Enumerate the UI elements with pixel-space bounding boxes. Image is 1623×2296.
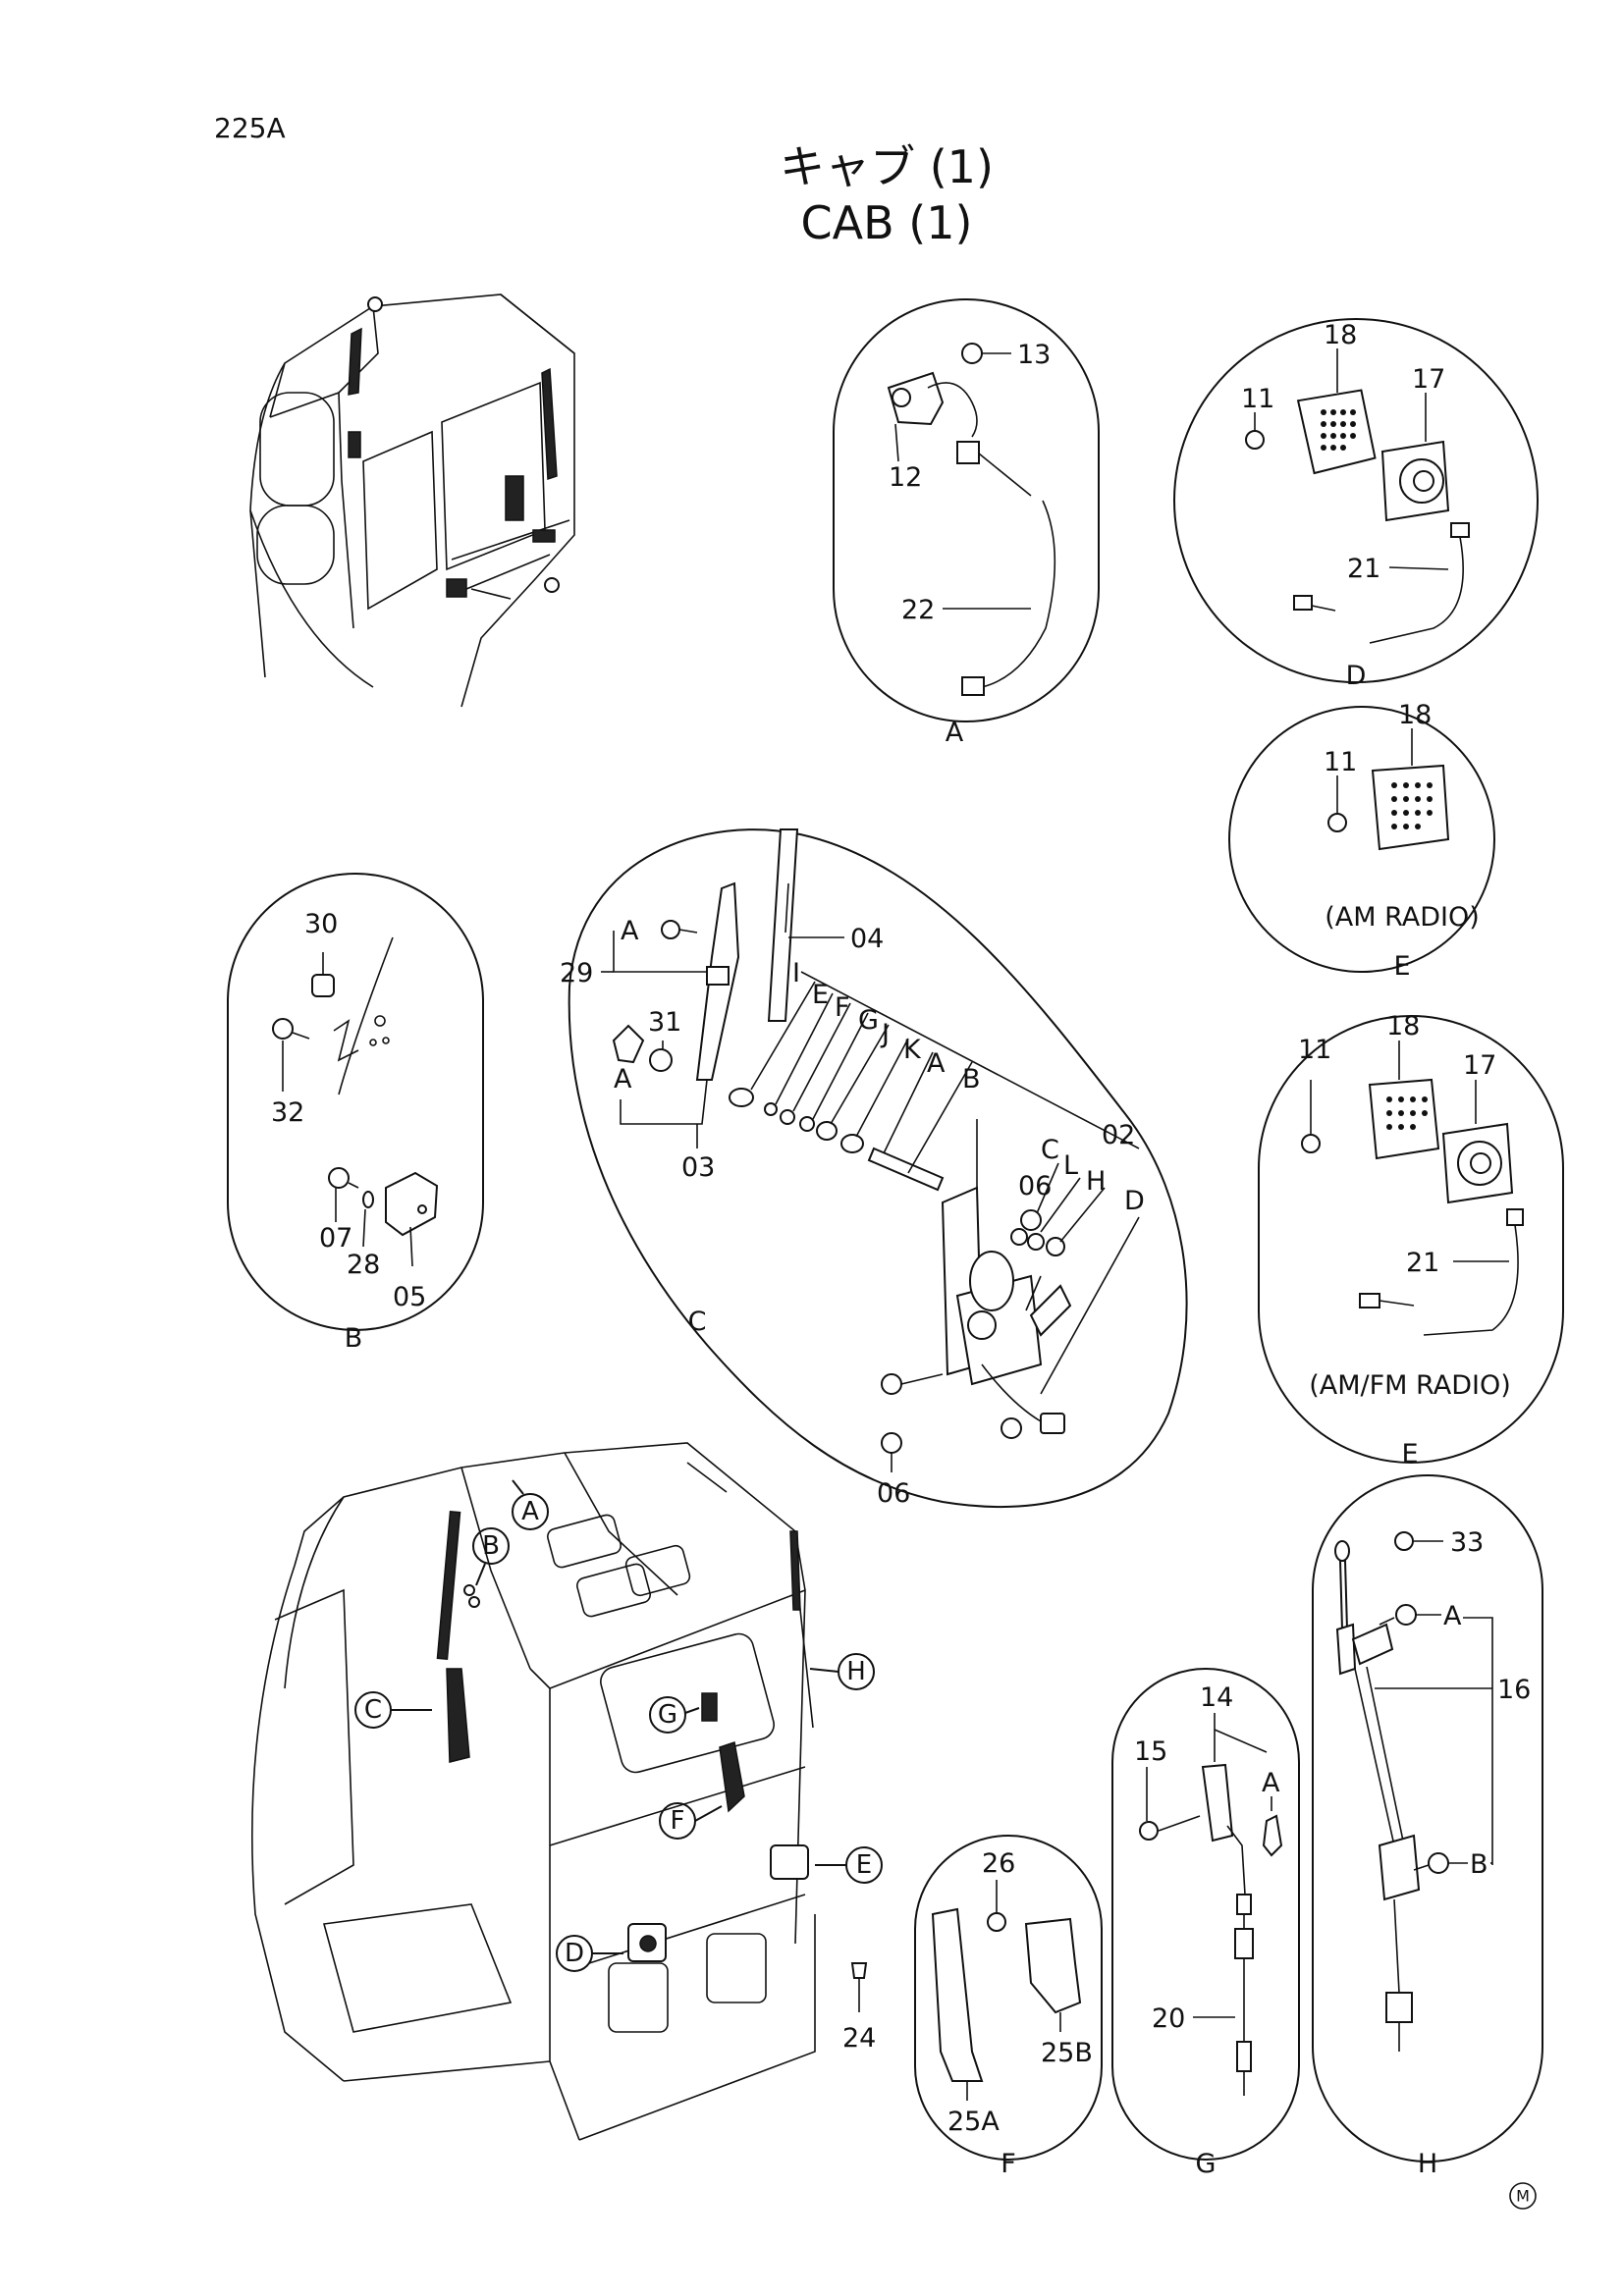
- svg-text:C: C: [364, 1695, 382, 1725]
- label-c-sub-f: F: [835, 992, 850, 1023]
- detail-letter-a: A: [946, 718, 964, 748]
- detail-f: 26 25A 25B F: [914, 1835, 1103, 2179]
- part-label-04: 04: [850, 924, 884, 954]
- part-label-21-e2: 21: [1406, 1248, 1439, 1278]
- detail-letter-f: F: [1001, 2149, 1016, 2179]
- part-label-24: 24: [842, 2023, 876, 2054]
- detail-e-am: 11 18 (AM RADIO) E: [1228, 700, 1495, 982]
- label-c-sub-k: K: [903, 1035, 922, 1065]
- label-c-sub-h: H: [1086, 1166, 1106, 1197]
- part-label-12: 12: [889, 462, 922, 493]
- svg-text:G: G: [658, 1700, 677, 1730]
- footer-symbol: M: [1509, 2182, 1537, 2210]
- part-label-29: 29: [560, 958, 593, 988]
- part-label-32: 32: [271, 1097, 304, 1128]
- callout-c[interactable]: C: [354, 1691, 432, 1729]
- svg-text:D: D: [565, 1939, 584, 1968]
- callout-b[interactable]: B: [472, 1527, 510, 1586]
- part-label-21: 21: [1347, 554, 1380, 584]
- label-c-sub-g: G: [858, 1005, 879, 1036]
- callout-a[interactable]: A: [512, 1479, 549, 1530]
- part-label-30: 30: [304, 909, 338, 939]
- svg-text:A: A: [521, 1497, 539, 1526]
- detail-letter-h: H: [1418, 2149, 1437, 2179]
- part-label-17-e2: 17: [1463, 1050, 1496, 1081]
- part-label-26: 26: [982, 1848, 1015, 1879]
- detail-h: 33 A B 16 H: [1312, 1474, 1543, 2179]
- part-label-33: 33: [1450, 1527, 1484, 1558]
- part-label-11: 11: [1241, 384, 1274, 414]
- svg-text:F: F: [671, 1806, 685, 1836]
- callout-f[interactable]: F: [659, 1802, 723, 1840]
- label-c-sub-a2: A: [614, 1064, 632, 1095]
- label-c-sub-c: C: [1041, 1135, 1059, 1165]
- detail-letter-c: C: [688, 1307, 707, 1337]
- label-c-sub-l: L: [1063, 1150, 1078, 1181]
- callout-h[interactable]: H: [809, 1653, 875, 1690]
- part-label-18-e: 18: [1398, 700, 1432, 730]
- detail-letter-g: G: [1196, 2149, 1217, 2179]
- detail-letter-e-am: E: [1393, 951, 1410, 982]
- part-label-07: 07: [319, 1223, 352, 1254]
- caption-am-radio: (AM RADIO): [1325, 902, 1480, 933]
- title-english: CAB (1): [801, 196, 973, 249]
- label-c-sub-a3: A: [927, 1048, 946, 1079]
- label-c-sub-j: J: [880, 1019, 890, 1049]
- svg-text:B: B: [482, 1531, 500, 1561]
- label-c-sub-i: I: [792, 958, 800, 988]
- part-label-31: 31: [648, 1007, 681, 1038]
- part-label-02: 02: [1102, 1120, 1135, 1150]
- callout-d[interactable]: D: [556, 1935, 623, 1972]
- part-label-15: 15: [1134, 1736, 1167, 1767]
- part-label-03: 03: [681, 1152, 715, 1183]
- detail-a: 13 12 22 A: [833, 298, 1100, 748]
- title-japanese: キャブ (1): [780, 140, 994, 193]
- label-c-sub-e: E: [812, 980, 829, 1010]
- detail-letter-d: D: [1346, 661, 1367, 691]
- part-label-22: 22: [901, 595, 935, 625]
- part-label-25b: 25B: [1041, 2038, 1093, 2068]
- part-label-18: 18: [1324, 320, 1357, 350]
- part-label-16: 16: [1497, 1675, 1531, 1705]
- callout-g[interactable]: G: [649, 1696, 700, 1734]
- part-label-11-e2: 11: [1298, 1035, 1331, 1065]
- detail-d: 11 18 17 21 D: [1173, 318, 1539, 691]
- callout-e[interactable]: E: [815, 1846, 883, 1884]
- part-label-14: 14: [1200, 1682, 1233, 1713]
- part-label-20: 20: [1152, 2003, 1185, 2034]
- detail-b: 30 32 07 28 05 B: [227, 873, 484, 1354]
- part-label-06-bottom: 06: [877, 1478, 910, 1509]
- svg-text:H: H: [846, 1657, 866, 1686]
- label-c-sub-d: D: [1124, 1186, 1145, 1216]
- part-label-17: 17: [1412, 364, 1445, 395]
- caption-am-fm-radio: (AM/FM RADIO): [1309, 1370, 1510, 1401]
- cab-overview-small: [249, 294, 575, 708]
- part-label-25a: 25A: [947, 2107, 1000, 2137]
- page-code: 225A: [214, 112, 286, 144]
- label-c-sub-b: B: [962, 1064, 981, 1095]
- cab-overview-large: 24: [251, 1442, 876, 2141]
- part-label-18-e2: 18: [1386, 1011, 1420, 1041]
- part-label-06-top: 06: [1018, 1171, 1052, 1201]
- part-label-13: 13: [1017, 340, 1051, 370]
- part-label-28: 28: [347, 1250, 380, 1280]
- part-label-05: 05: [393, 1282, 426, 1312]
- svg-text:M: M: [1516, 2187, 1530, 2206]
- detail-c: 04 A 29 31 A 03 I E F: [560, 828, 1188, 1509]
- svg-text:E: E: [856, 1850, 872, 1880]
- part-label-11-e: 11: [1324, 747, 1357, 777]
- detail-g: 15 14 A 20 G: [1111, 1668, 1300, 2179]
- label-g-sub-a: A: [1262, 1768, 1280, 1798]
- label-h-sub-b: B: [1470, 1849, 1488, 1880]
- detail-letter-b: B: [345, 1323, 363, 1354]
- label-h-sub-a: A: [1443, 1601, 1462, 1631]
- label-c-sub-a1: A: [621, 916, 639, 946]
- detail-e-amfm: 11 18 17 21 (AM/FM RADIO) E: [1258, 1011, 1564, 1469]
- detail-letter-e-amfm: E: [1401, 1439, 1418, 1469]
